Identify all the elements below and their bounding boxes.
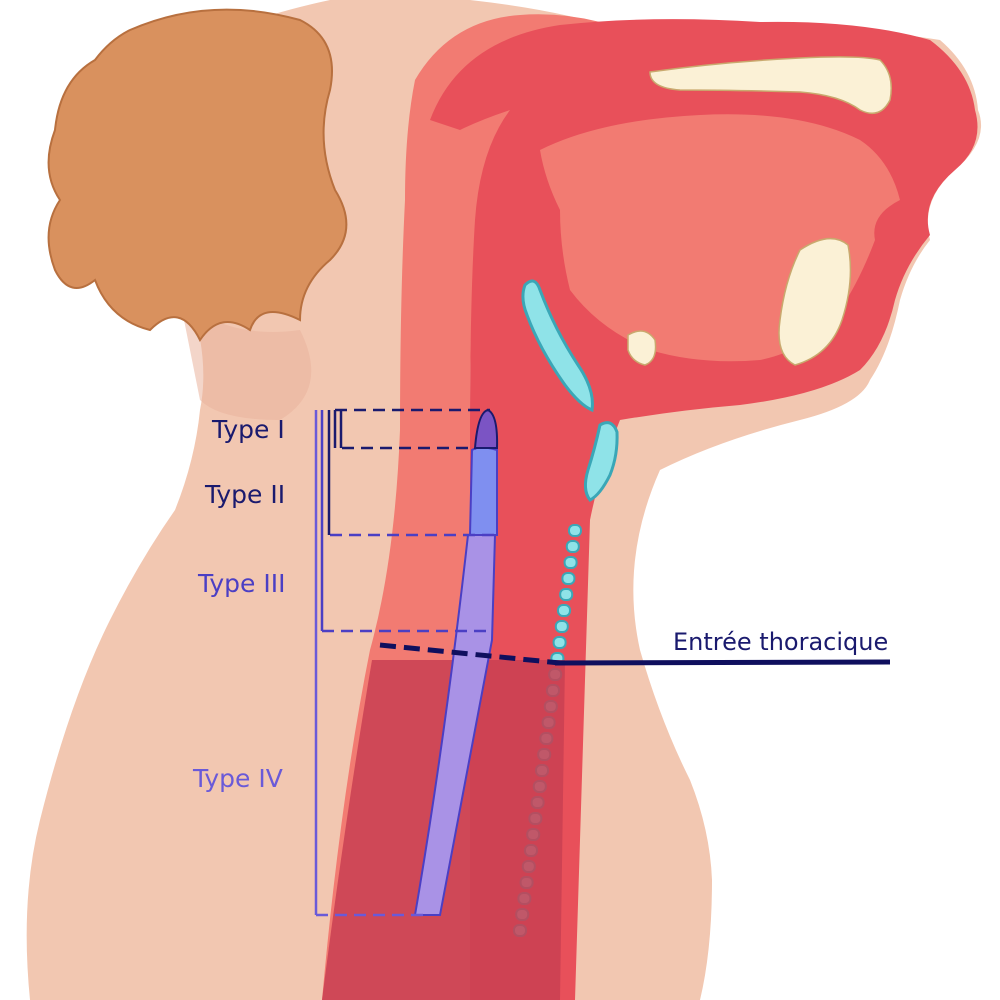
type-ii-label: Type II <box>204 480 285 509</box>
type-iv-label: Type IV <box>192 764 283 793</box>
goiter-upper-column <box>468 446 498 536</box>
tracheal-ring <box>559 588 574 601</box>
thoracic-inlet-label: Entrée thoracique <box>673 628 888 656</box>
hair <box>47 8 348 342</box>
tracheal-ring <box>568 524 582 537</box>
epiglottis <box>521 279 594 413</box>
type-i-label: Type I <box>211 415 285 444</box>
jaw-shadow <box>180 300 312 420</box>
tracheal-ring <box>557 604 571 617</box>
hyoid-bone <box>627 330 657 366</box>
type-iii-label: Type III <box>197 569 286 598</box>
thyroid-cartilage <box>583 421 619 502</box>
tracheal-ring <box>552 636 567 649</box>
tracheal-ring <box>554 620 569 633</box>
tracheal-ring <box>563 556 578 569</box>
palate-bone <box>649 56 892 115</box>
thoracic-inlet-dashed-line <box>379 642 561 666</box>
tracheal-ring <box>565 540 580 553</box>
tracheal-ring <box>561 572 576 585</box>
thoracic-inlet-pointer-line <box>554 659 891 666</box>
mandible-bone <box>778 237 852 366</box>
